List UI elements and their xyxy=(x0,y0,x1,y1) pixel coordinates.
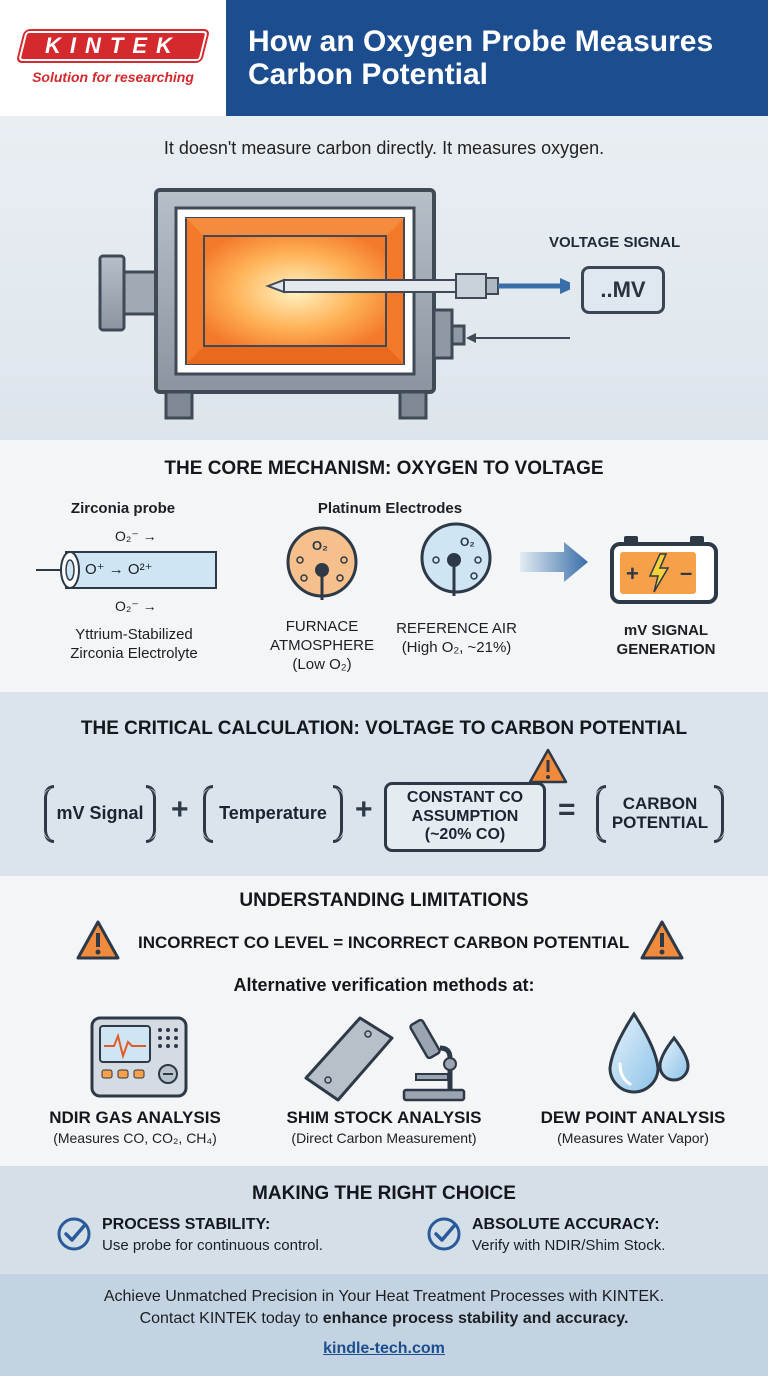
mechanism-section: THE CORE MECHANISM: OXYGEN TO VOLTAGE Zi… xyxy=(0,440,768,692)
footer-line1: Achieve Unmatched Precision in Your Heat… xyxy=(103,1288,665,1305)
voltage-meter: ..MV xyxy=(581,266,665,314)
plus-operator: + xyxy=(355,793,373,826)
check-circle-icon xyxy=(57,1217,91,1251)
footer-line2: Contact KINTEK today to enhance process … xyxy=(139,1310,629,1327)
method-title-ndir: NDIR GAS ANALYSIS xyxy=(49,1108,221,1127)
logo-tagline: Solution for researching xyxy=(32,69,194,85)
platinum-electrodes-label: Platinum Electrodes xyxy=(317,500,463,517)
warning-icon xyxy=(528,748,568,784)
intro-section: It doesn't measure carbon directly. It m… xyxy=(0,116,768,440)
choice-title-accuracy: ABSOLUTE ACCURACY: xyxy=(472,1216,660,1233)
zirconia-tube-icon xyxy=(36,551,217,589)
calculation-title: THE CRITICAL CALCULATION: VOLTAGE TO CAR… xyxy=(80,718,688,739)
method-sub-shim: (Direct Carbon Measurement) xyxy=(291,1130,477,1146)
choice-title-stability: PROCESS STABILITY: xyxy=(102,1216,271,1233)
battery-icon: + – xyxy=(610,536,718,604)
calculation-section: THE CRITICAL CALCULATION: VOLTAGE TO CAR… xyxy=(0,692,768,876)
gas-analyzer-icon xyxy=(90,1016,188,1098)
choice-title: MAKING THE RIGHT CHOICE xyxy=(252,1183,516,1204)
zirconia-probe-label: Zirconia probe xyxy=(70,500,176,517)
arrow-right-icon xyxy=(520,542,588,582)
choice-process-stability: PROCESS STABILITY: Use probe for continuo… xyxy=(56,1216,323,1254)
limitations-section: UNDERSTANDING LIMITATIONS INCORRECT CO L… xyxy=(0,876,768,1166)
mechanism-title: THE CORE MECHANISM: OXYGEN TO VOLTAGE xyxy=(164,458,604,479)
method-sub-dew-point: (Measures Water Vapor) xyxy=(557,1130,709,1146)
method-title-shim: SHIM STOCK ANALYSIS xyxy=(286,1108,482,1127)
ion-label-bottom: O₂⁻ → xyxy=(115,598,157,614)
choice-text-accuracy: Verify with NDIR/Shim Stock. xyxy=(472,1237,666,1254)
furnace-electrode-icon: O₂ xyxy=(286,526,358,600)
furnace-icon xyxy=(98,188,570,420)
limitations-title: UNDERSTANDING LIMITATIONS xyxy=(239,890,529,911)
ion-label-top: O₂⁻ → xyxy=(115,528,157,544)
choice-text-stability: Use probe for continuous control. xyxy=(102,1237,323,1254)
term-mv-signal: mV Signal xyxy=(44,785,156,843)
equals-operator: = xyxy=(558,793,576,826)
logo: KINTEK Solution for researching xyxy=(0,0,226,116)
svg-text:O₂: O₂ xyxy=(312,538,328,553)
choice-absolute-accuracy: ABSOLUTE ACCURACY: Verify with NDIR/Shim … xyxy=(426,1216,665,1254)
check-circle-icon xyxy=(427,1217,461,1251)
intro-subtitle: It doesn't measure carbon directly. It m… xyxy=(163,138,605,158)
method-title-dew-point: DEW POINT ANALYSIS xyxy=(540,1108,726,1127)
logo-text: KINTEK xyxy=(45,33,181,58)
shim-microscope-icon xyxy=(304,1016,466,1102)
ion-label-middle: O⁺ → O²⁺ xyxy=(85,561,153,578)
svg-text:–: – xyxy=(680,560,692,585)
warning-icon xyxy=(640,920,684,960)
svg-text:O₂: O₂ xyxy=(460,535,475,549)
footer: Achieve Unmatched Precision in Your Heat… xyxy=(0,1274,768,1376)
method-sub-ndir: (Measures CO, CO₂, CH₄) xyxy=(53,1130,217,1146)
reference-electrode-icon: O₂ xyxy=(420,522,492,596)
voltage-signal-label: VOLTAGE SIGNAL xyxy=(549,234,681,251)
alternative-methods-title: Alternative verification methods at: xyxy=(233,975,535,995)
term-temperature: Temperature xyxy=(203,785,343,843)
warning-icon xyxy=(76,920,120,960)
svg-text:+: + xyxy=(626,561,639,586)
logo-badge: KINTEK xyxy=(18,31,208,61)
header: KINTEK Solution for researching How an O… xyxy=(0,0,768,116)
water-drop-icon xyxy=(608,1011,690,1094)
website-link[interactable]: kindle-tech.com xyxy=(323,1340,445,1357)
warning-text: INCORRECT CO LEVEL = INCORRECT CARBON PO… xyxy=(138,933,630,952)
choice-section: MAKING THE RIGHT CHOICE PROCESS STABILIT… xyxy=(0,1166,768,1274)
plus-operator: + xyxy=(171,793,189,826)
reference-air-label: REFERENCE AIR(High O₂, ~21%) xyxy=(396,620,517,656)
